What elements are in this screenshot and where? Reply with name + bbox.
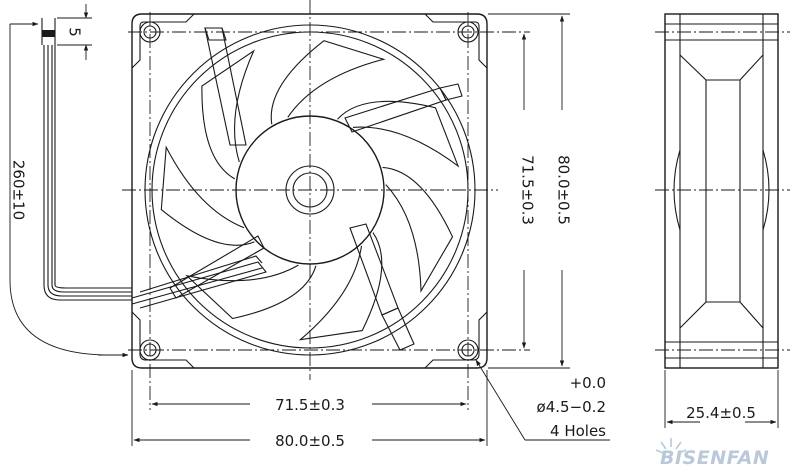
frame-height-label: 80.0±0.5 [555, 155, 573, 225]
impeller-blade [382, 166, 454, 293]
hole-callout: +0.0 ø4.5−0.2 4 Holes [475, 359, 610, 441]
support-struts [169, 27, 463, 351]
cable-channel [131, 255, 267, 309]
strip-length-label: 5 [66, 27, 84, 37]
impeller-blade [298, 232, 383, 341]
frame-inner-corner-tr [424, 13, 488, 69]
side-view [655, 13, 790, 369]
impeller-blade [201, 49, 255, 180]
hole-diameter-label: ø4.5−0.2 [537, 398, 606, 416]
impeller-blades [160, 40, 460, 341]
lead-length-label: 260±10 [10, 160, 28, 220]
frame-outline [131, 13, 488, 369]
brand-name: BISENFAN [660, 447, 769, 469]
mounting-holes [139, 21, 479, 361]
hole-count-label: 4 Holes [550, 422, 606, 440]
hole-pitch-horizontal-label: 71.5±0.3 [275, 396, 345, 414]
hole-pitch-horizontal-dimension: 71.5±0.3 [151, 396, 467, 414]
wire-strip-mark [42, 30, 55, 37]
frame-width-label: 80.0±0.5 [275, 432, 345, 450]
side-frame-outline [664, 13, 779, 369]
frame-inner-corner-tl [131, 13, 195, 69]
thickness-dimension: 25.4±0.5 [664, 370, 779, 428]
frame-inner-corner-br [424, 311, 488, 369]
lead-length-dimension: 260±10 [10, 21, 129, 358]
brand-sun-icon [655, 438, 687, 454]
impeller-blade [337, 100, 460, 168]
hole-tolerance-upper: +0.0 [570, 374, 606, 392]
strip-length-dimension: 5 [57, 4, 92, 60]
hole-pitch-vertical-dimension: 71.5±0.3 [519, 33, 537, 349]
frame-width-dimension: 80.0±0.5 [131, 370, 488, 450]
impeller-blade [270, 40, 386, 125]
impeller-blade [160, 145, 255, 246]
impeller-blade [185, 264, 317, 320]
hole-pitch-vertical-label: 71.5±0.3 [519, 155, 537, 225]
lead-wires [41, 18, 132, 301]
frame-height-dimension: 80.0±0.5 [488, 13, 573, 369]
center-lines [122, 0, 530, 410]
thickness-label: 25.4±0.5 [686, 404, 756, 422]
frame-inner-corner-bl [131, 311, 195, 369]
front-view [122, 0, 530, 410]
brand-watermark: BISENFAN [655, 438, 769, 469]
